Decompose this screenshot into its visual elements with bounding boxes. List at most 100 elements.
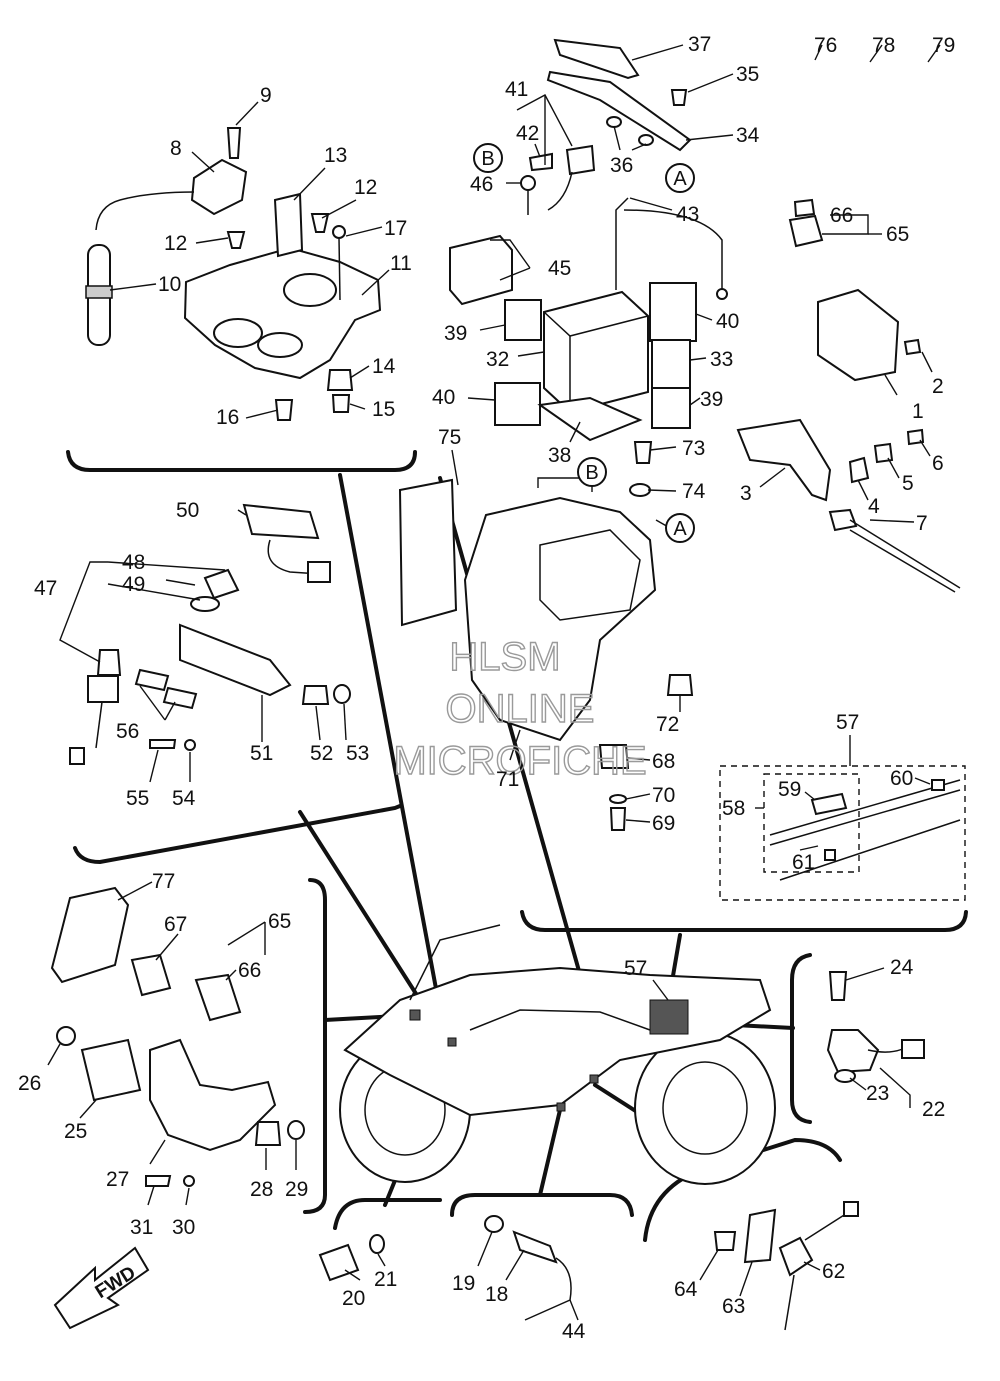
label-31: 31 [130, 1216, 153, 1239]
label-49: 49 [122, 573, 145, 596]
part-labels: 1 2 3 4 5 6 7 8 9 10 11 12 12 13 14 15 1… [18, 33, 955, 1343]
label-45: 45 [548, 257, 571, 280]
label-8: 8 [170, 137, 182, 160]
label-39a: 39 [444, 322, 467, 345]
label-79: 79 [932, 34, 955, 57]
label-59: 59 [778, 778, 801, 801]
label-25: 25 [64, 1120, 87, 1143]
label-7: 7 [916, 512, 928, 535]
label-62: 62 [822, 1260, 845, 1283]
label-54: 54 [172, 787, 196, 810]
label-57-vehicle: 57 [624, 957, 647, 980]
battery-group [398, 38, 728, 831]
label-21: 21 [374, 1268, 397, 1291]
label-60: 60 [890, 767, 913, 790]
sensor-group [318, 971, 925, 1331]
label-52: 52 [310, 742, 333, 765]
label-65-top: 65 [886, 223, 909, 246]
label-40a: 40 [432, 386, 455, 409]
label-66-top: 66 [830, 204, 853, 227]
label-2: 2 [932, 375, 944, 398]
label-43: 43 [676, 203, 699, 226]
label-40b: 40 [716, 310, 739, 333]
label-77: 77 [152, 870, 175, 893]
label-12a: 12 [164, 232, 187, 255]
label-23: 23 [866, 1082, 889, 1105]
label-65-left: 65 [268, 910, 291, 933]
label-37: 37 [688, 33, 711, 56]
harness-inset [719, 765, 966, 901]
label-32: 32 [486, 348, 509, 371]
label-51: 51 [250, 742, 273, 765]
label-30: 30 [172, 1216, 195, 1239]
label-13: 13 [324, 144, 347, 167]
label-67: 67 [164, 913, 187, 936]
label-56: 56 [116, 720, 139, 743]
label-73: 73 [682, 437, 705, 460]
label-66-left: 66 [238, 959, 261, 982]
label-33: 33 [710, 348, 733, 371]
label-17: 17 [384, 217, 407, 240]
label-38: 38 [548, 444, 571, 467]
main-switch-group [69, 503, 351, 765]
label-76: 76 [814, 34, 837, 57]
label-69: 69 [652, 812, 675, 835]
label-16: 16 [216, 406, 239, 429]
label-19: 19 [452, 1272, 475, 1295]
watermark: HLSM ONLINE MICROFICHE [393, 634, 648, 783]
label-34: 34 [736, 124, 760, 147]
label-27: 27 [106, 1168, 129, 1191]
label-36: 36 [610, 154, 633, 177]
label-28: 28 [250, 1178, 273, 1201]
label-11: 11 [390, 252, 412, 275]
label-72: 72 [656, 713, 679, 736]
label-29: 29 [285, 1178, 308, 1201]
callout-b-top: B [473, 143, 503, 173]
label-63: 63 [722, 1295, 745, 1318]
callout-b-tray: B [577, 457, 607, 487]
label-48: 48 [122, 551, 145, 574]
label-6: 6 [932, 452, 944, 475]
ignition-coil-group [85, 127, 382, 421]
label-24: 24 [890, 956, 914, 979]
label-9: 9 [260, 84, 272, 107]
label-47: 47 [34, 577, 57, 600]
label-35: 35 [736, 63, 759, 86]
label-75: 75 [438, 426, 461, 449]
callout-circles: A A B B [473, 143, 695, 543]
svg-text:A: A [673, 518, 687, 540]
watermark-line-3: MICROFICHE [393, 739, 646, 783]
label-10: 10 [158, 273, 181, 296]
regulator-group [50, 886, 305, 1187]
vehicle-illustration [339, 924, 776, 1185]
fwd-arrow-icon: FWD [53, 1246, 150, 1330]
label-5: 5 [902, 472, 914, 495]
label-26: 26 [18, 1072, 41, 1095]
label-15: 15 [372, 398, 395, 421]
callout-a-top: A [665, 163, 695, 193]
label-22: 22 [922, 1098, 945, 1121]
label-61: 61 [792, 851, 815, 874]
label-44: 44 [562, 1320, 586, 1343]
label-58: 58 [722, 797, 745, 820]
label-42: 42 [516, 122, 539, 145]
label-57-inset: 57 [836, 711, 859, 734]
svg-text:B: B [481, 148, 494, 170]
label-50: 50 [176, 499, 199, 522]
label-46: 46 [470, 173, 493, 196]
label-53: 53 [346, 742, 369, 765]
callout-a-tray: A [665, 513, 695, 543]
label-1: 1 [912, 400, 924, 423]
label-39b: 39 [700, 388, 723, 411]
label-3: 3 [740, 482, 752, 505]
label-20: 20 [342, 1287, 365, 1310]
label-4: 4 [868, 495, 880, 518]
label-70: 70 [652, 784, 675, 807]
label-64: 64 [674, 1278, 698, 1301]
label-55: 55 [126, 787, 149, 810]
label-68: 68 [652, 750, 675, 773]
leader-lines [47, 44, 941, 1321]
watermark-line-1: HLSM [449, 635, 560, 679]
